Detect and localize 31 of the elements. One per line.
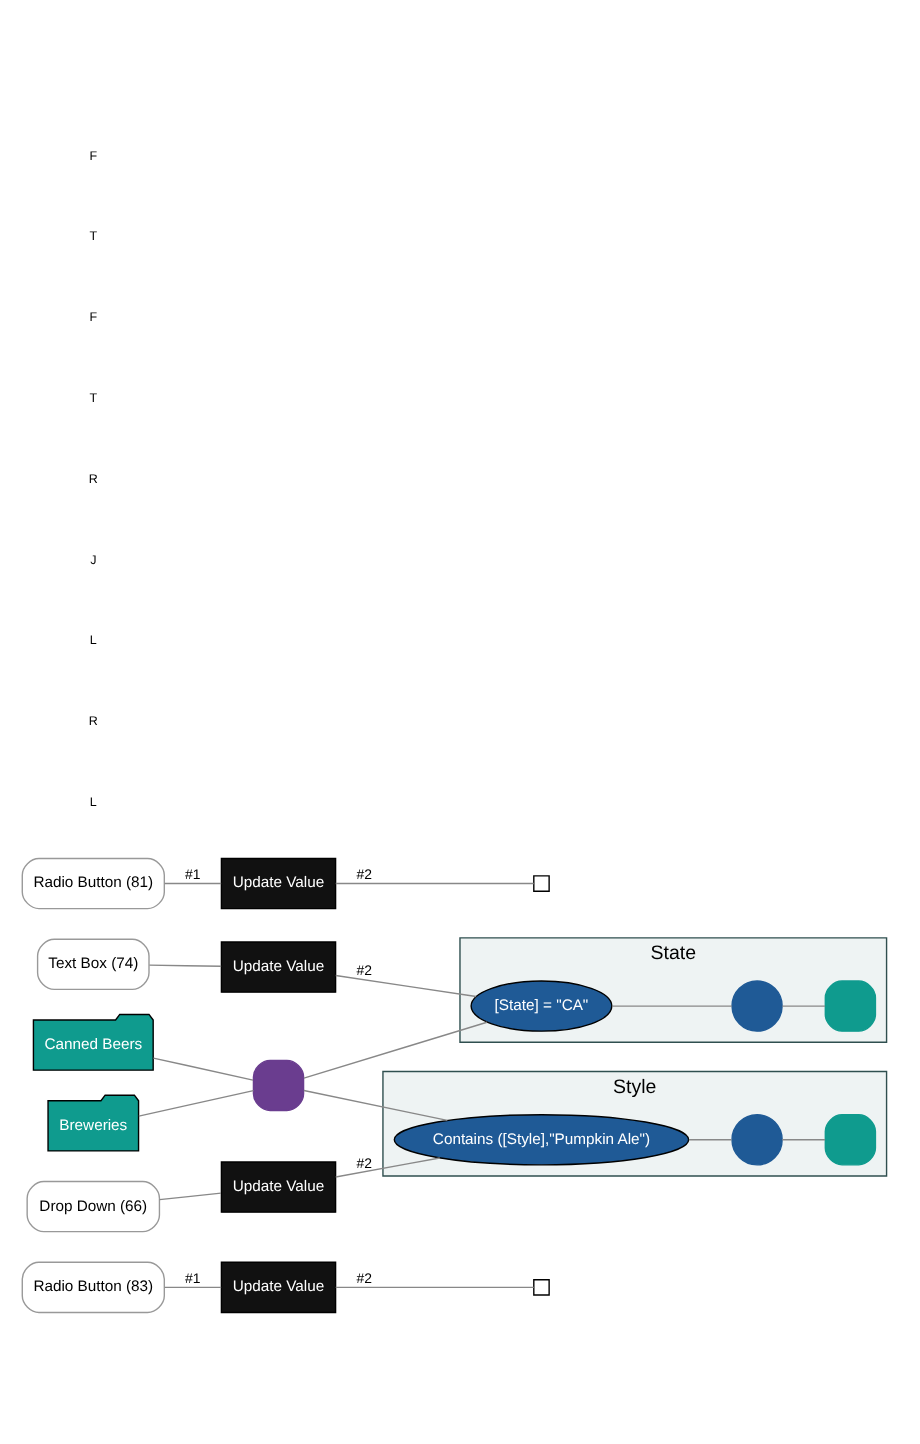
- node-box: Update Value: [220, 1161, 337, 1213]
- node-ellipse: [State] = "CA": [470, 980, 613, 1032]
- connector: [781, 1139, 826, 1141]
- connector: [138, 1090, 255, 1117]
- node-box: Update Value: [220, 941, 337, 993]
- node-box: Update Value: [220, 1261, 337, 1314]
- node-box: [252, 1059, 305, 1112]
- node-box: [824, 980, 877, 1032]
- connector: [148, 964, 222, 967]
- connector: [335, 882, 535, 885]
- node-box: Update Value: [220, 857, 337, 910]
- connector: [303, 1021, 488, 1079]
- connector: [335, 974, 477, 998]
- connector: [158, 1192, 222, 1201]
- connector: [152, 1057, 254, 1081]
- node-circle: [731, 980, 783, 1032]
- node-box: Radio Button (83): [21, 1261, 165, 1314]
- connector: [611, 1005, 733, 1007]
- connector: [303, 1089, 449, 1122]
- connector: [781, 1005, 826, 1007]
- node-box: Text Box (74): [36, 938, 150, 991]
- node-box: [824, 1114, 877, 1166]
- connector: [335, 1286, 535, 1289]
- node-ellipse: Contains ([Style],"Pumpkin Ale"): [393, 1114, 690, 1166]
- connector: [164, 1286, 222, 1289]
- connector: [688, 1139, 733, 1141]
- node-box: Drop Down (66): [26, 1180, 161, 1233]
- node-circle: [731, 1114, 783, 1166]
- node-box: Radio Button (81): [21, 857, 165, 910]
- connector: [164, 882, 222, 885]
- connector: [335, 1157, 441, 1178]
